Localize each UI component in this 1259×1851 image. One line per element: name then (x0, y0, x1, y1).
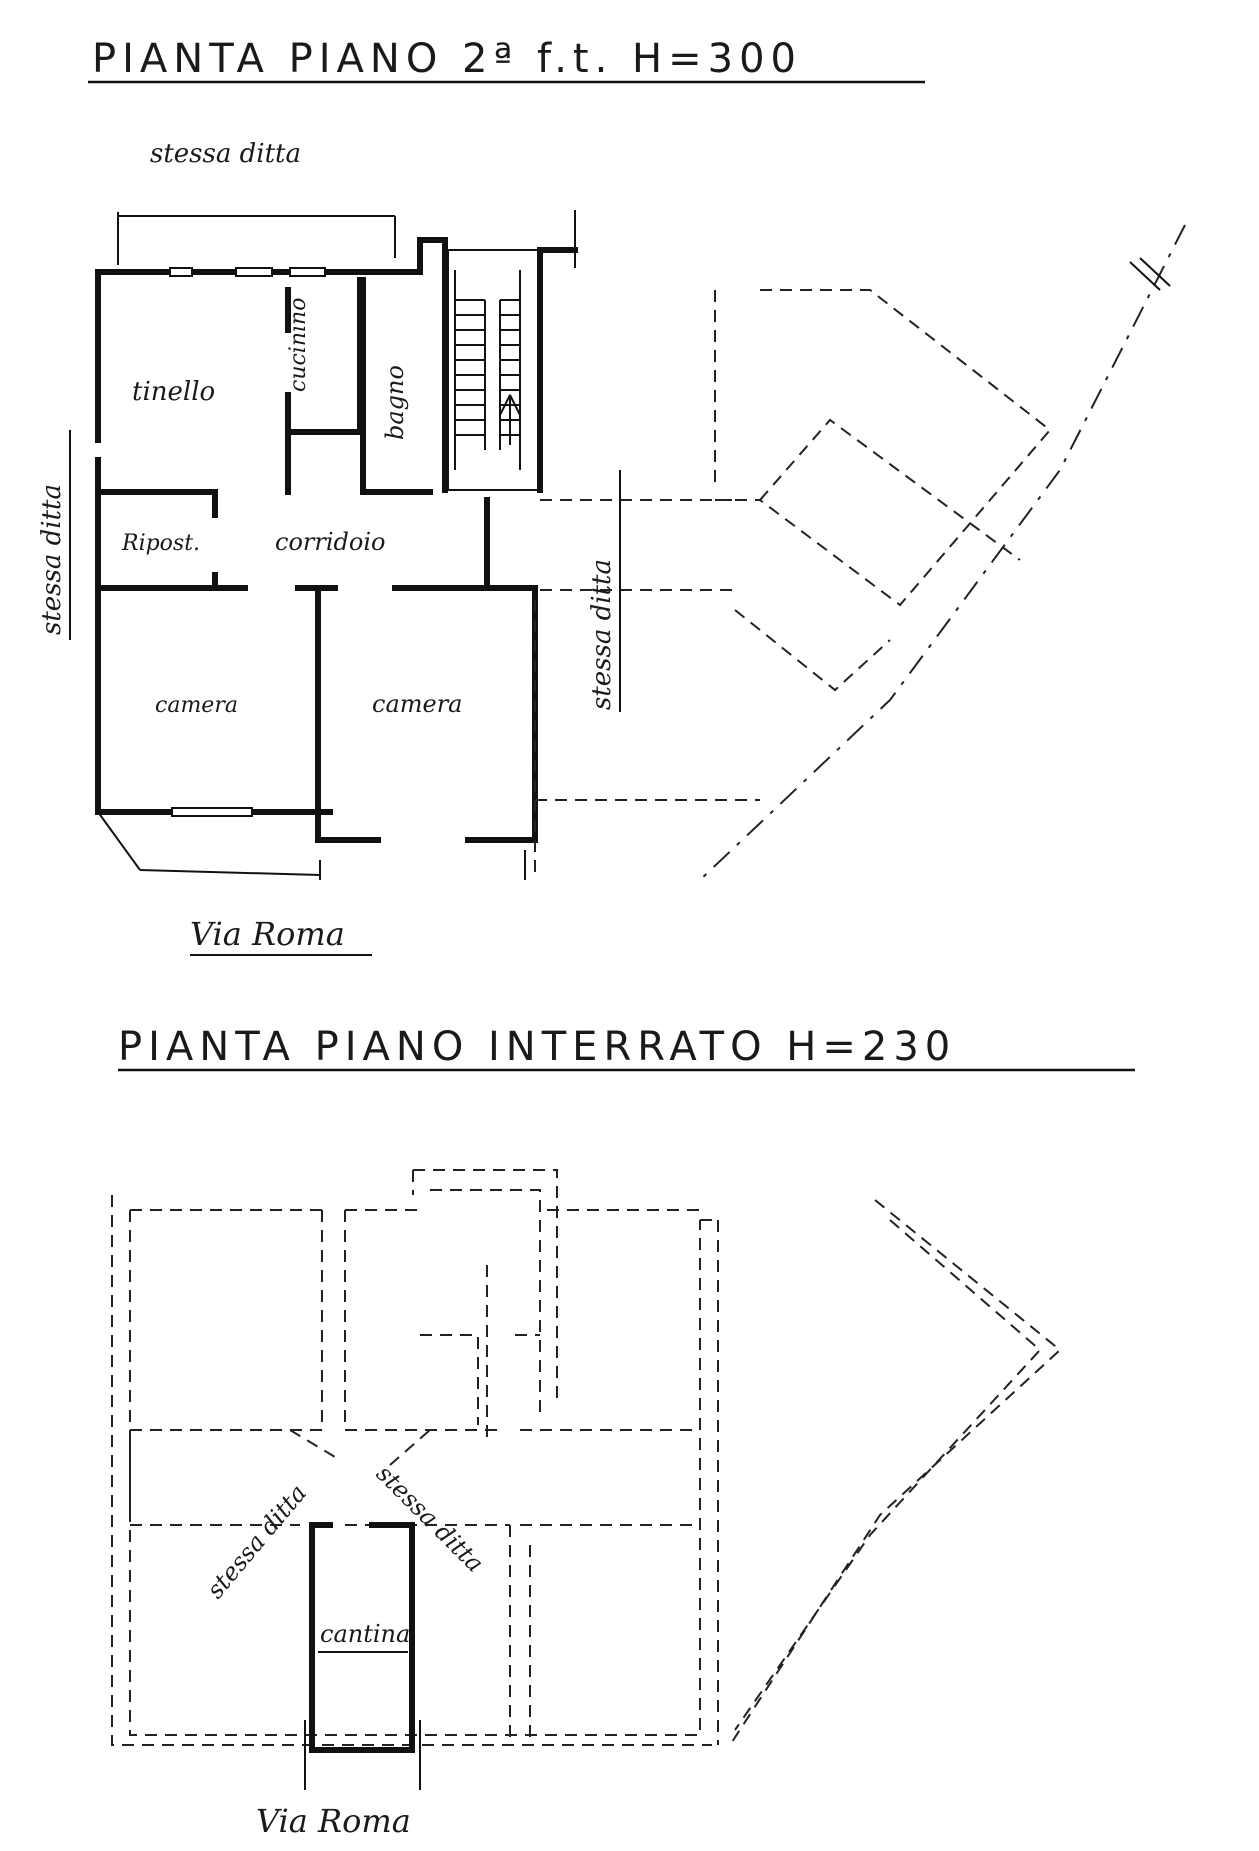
label-neighbor-left: stessa ditta (37, 484, 67, 635)
basement-dashed-outline (111, 1169, 1062, 1746)
adjacent-property-dashed (534, 224, 1186, 881)
label-neighbor-right: stessa ditta (587, 559, 617, 710)
plan-basement: PIANTA PIANO INTERRATO H=230 (111, 1024, 1135, 1840)
room-cantina: cantina (320, 1620, 410, 1648)
staircase (447, 249, 541, 491)
plan-title-second-floor: PIANTA PIANO 2ª f.t. H=300 (92, 36, 802, 82)
label-street-bottom: Via Roma (256, 1802, 411, 1840)
room-camera-left: camera (155, 693, 238, 718)
interior-walls (95, 277, 538, 815)
room-cucinino: cucinino (286, 298, 311, 392)
label-neighbor-top: stessa ditta (150, 139, 301, 169)
plan-second-floor: PIANTA PIANO 2ª f.t. H=300 stessa ditta … (37, 36, 1186, 956)
room-tinello: tinello (132, 377, 215, 407)
label-basement-neighbor-left: stessa ditta (201, 1479, 312, 1604)
label-street-top: Via Roma (190, 915, 345, 953)
plan-title-basement: PIANTA PIANO INTERRATO H=230 (118, 1024, 956, 1070)
room-ripostiglio: Ripost. (121, 531, 200, 556)
label-basement-neighbor-right: stessa ditta (371, 1459, 489, 1577)
room-camera-right: camera (372, 690, 463, 718)
cantina-walls (304, 1522, 421, 1790)
room-bagno: bagno (381, 365, 409, 440)
top-dimension-line (117, 210, 576, 268)
bottom-dimension-line (97, 811, 526, 880)
room-corridoio: corridoio (275, 528, 385, 556)
